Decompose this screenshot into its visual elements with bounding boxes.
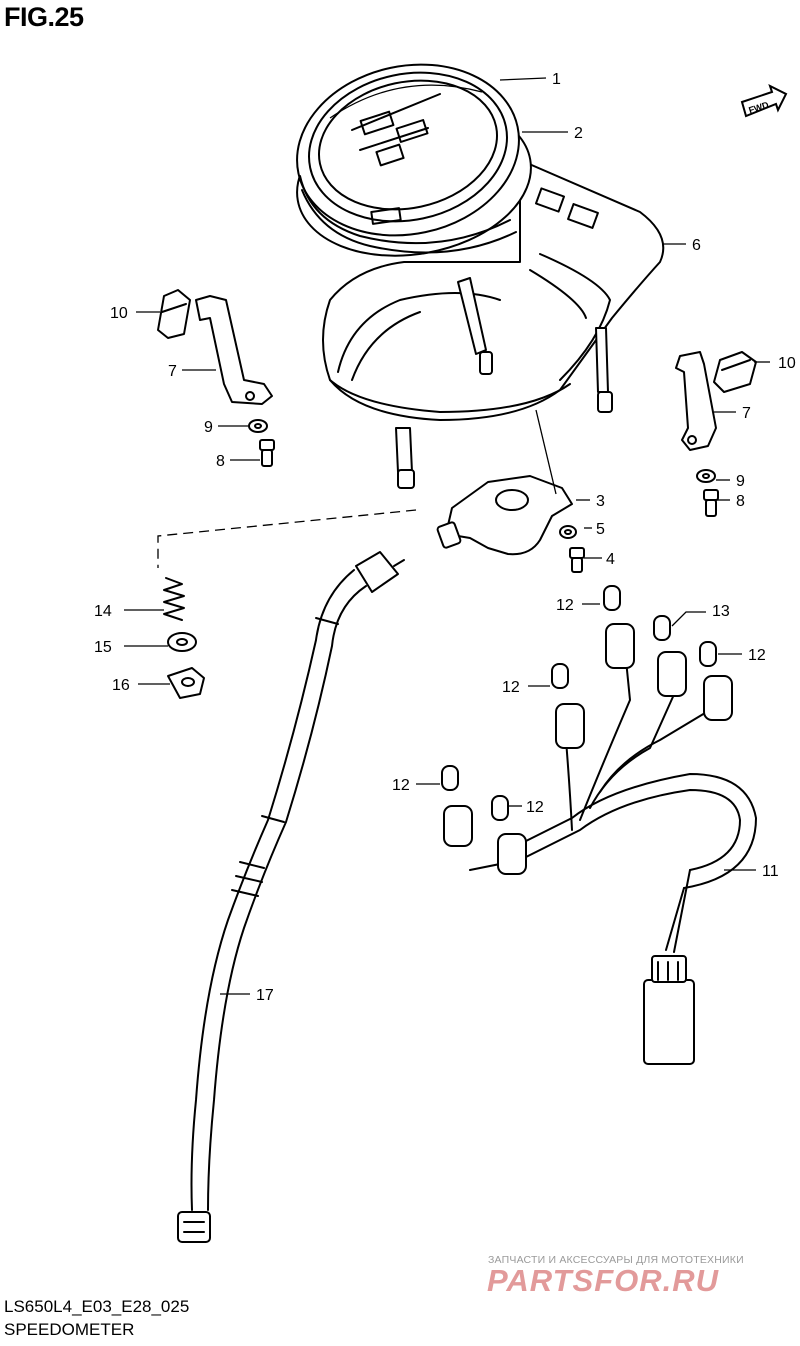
washer-left-part-9	[248, 419, 268, 433]
callout-13: 13	[712, 603, 730, 620]
assembly-line	[157, 509, 417, 568]
callout-10-right: 10	[778, 355, 796, 372]
clamp-right-part-10	[713, 351, 757, 393]
callout-7-left: 7	[168, 363, 177, 380]
callout-5: 5	[596, 521, 605, 538]
bolt-right-part-8	[703, 489, 719, 517]
callout-9-left: 9	[204, 419, 213, 436]
light-bracket-part-3	[436, 409, 573, 556]
wiring-harness-part-11	[469, 659, 757, 1065]
callout-11: 11	[762, 863, 779, 880]
bracket-left-part-7	[195, 295, 273, 405]
callout-17: 17	[256, 987, 274, 1004]
grommet-part-16	[167, 667, 205, 699]
callout-12-b: 12	[748, 647, 766, 664]
bulb-socket-group	[443, 623, 733, 875]
bracket-right-part-7	[675, 351, 717, 451]
callout-14: 14	[94, 603, 112, 620]
callout-1: 1	[552, 71, 561, 88]
spring-part-14	[163, 577, 185, 621]
screw-part-4	[569, 547, 585, 573]
bolt-left-part-8	[259, 439, 275, 467]
bulbs-part-12-13	[441, 585, 717, 821]
callout-9-right: 9	[736, 473, 745, 490]
callout-4: 4	[606, 551, 615, 568]
callout-10-left: 10	[110, 305, 128, 322]
washer-part-5	[559, 525, 577, 539]
mounting-studs	[395, 277, 613, 489]
watermark-logo: PARTSFOR.RU	[487, 1263, 720, 1298]
callout-labels: 1 2 6 3 5 4 10 7 9 8 10 7 9 8 14 15 16 1…	[94, 71, 796, 1004]
clamp-left-part-10	[157, 289, 191, 339]
fwd-arrow-icon: FWD	[740, 84, 788, 118]
speedometer-cable-part-17	[177, 551, 405, 1243]
callout-6: 6	[692, 237, 701, 254]
callout-8-left: 8	[216, 453, 225, 470]
callout-8-right: 8	[736, 493, 745, 510]
washer-part-15	[167, 632, 197, 652]
callout-12-c: 12	[502, 679, 520, 696]
callout-7-right: 7	[742, 405, 751, 422]
watermark-tagline: ЗАПЧАСТИ И АКСЕССУАРЫ ДЛЯ МОТОТЕХНИКИ	[488, 1254, 744, 1266]
callout-12-e: 12	[526, 799, 544, 816]
washer-right-part-9	[696, 469, 716, 483]
model-code: LS650L4_E03_E28_025	[4, 1297, 190, 1316]
callout-12-a: 12	[556, 597, 574, 614]
callout-16: 16	[112, 677, 130, 694]
callout-3: 3	[596, 493, 605, 510]
callout-15: 15	[94, 639, 112, 656]
figure-label: FIG.25	[4, 2, 84, 32]
meter-case-part-6	[322, 159, 665, 421]
callout-2: 2	[574, 125, 583, 142]
speedometer-gauge-part-1	[296, 63, 532, 257]
section-name: SPEEDOMETER	[4, 1320, 135, 1339]
callout-12-d: 12	[392, 777, 410, 794]
leader-lines	[124, 77, 770, 995]
